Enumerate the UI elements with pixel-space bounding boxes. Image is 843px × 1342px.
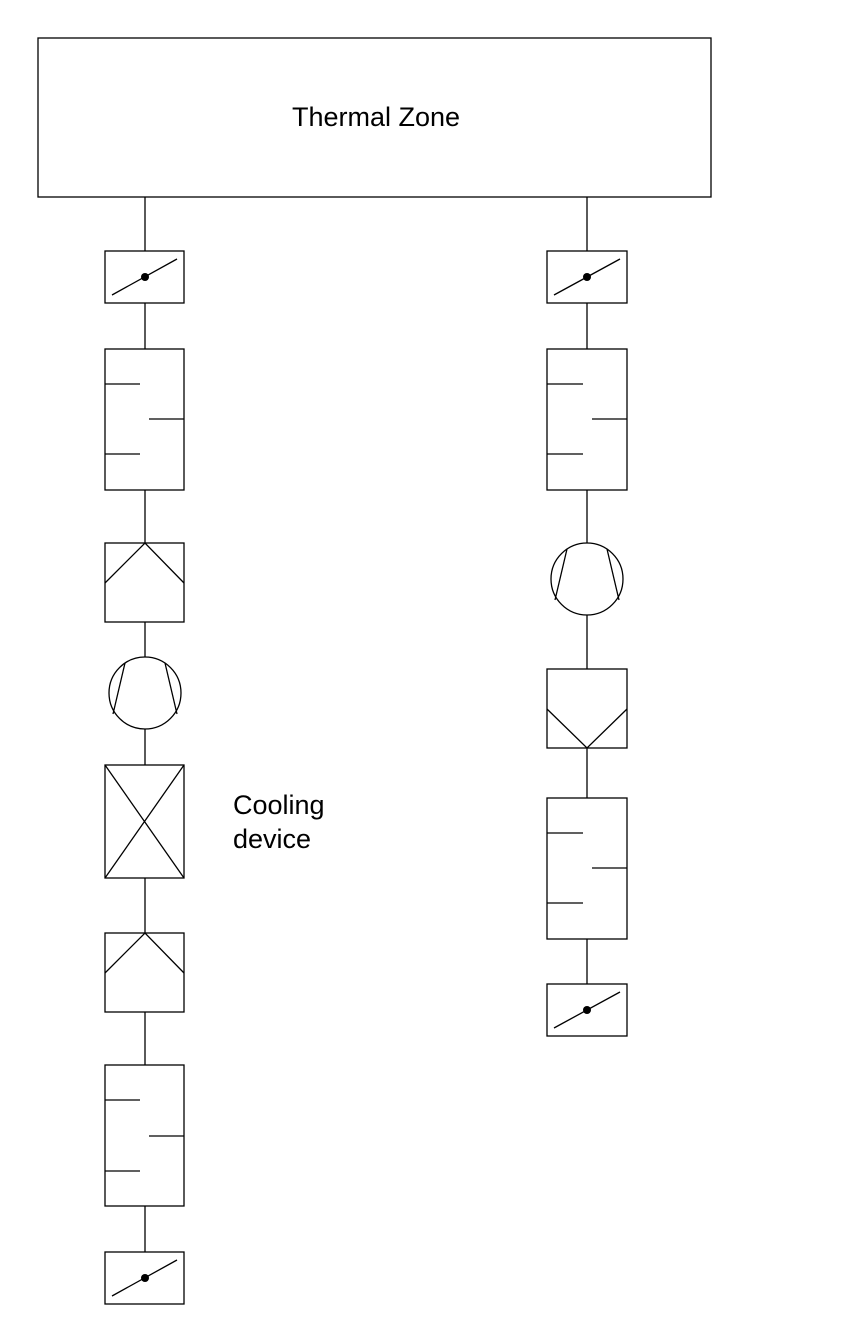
silencer-icon: [104, 1064, 185, 1207]
right-branch: [546, 197, 628, 1037]
cooling-coil-icon: [104, 764, 185, 879]
filter-icon: [546, 668, 628, 749]
damper-icon: [546, 983, 628, 1037]
silencer-icon: [546, 348, 628, 491]
damper-icon: [104, 250, 185, 304]
cooling-device-label: Cooling device: [233, 790, 332, 854]
silencer-icon: [546, 797, 628, 940]
filter-icon: [104, 932, 185, 1013]
cooling-device-label-line2: device: [233, 824, 311, 854]
thermal-zone: Thermal Zone: [37, 37, 712, 198]
filter-icon: [104, 542, 185, 623]
damper-icon: [546, 250, 628, 304]
thermal-zone-label: Thermal Zone: [292, 102, 460, 132]
cooling-device-label-line1: Cooling: [233, 790, 325, 820]
left-branch: [104, 197, 185, 1305]
fan-icon: [108, 656, 182, 730]
fan-icon: [550, 542, 624, 616]
damper-icon: [104, 1251, 185, 1305]
silencer-icon: [104, 348, 185, 491]
